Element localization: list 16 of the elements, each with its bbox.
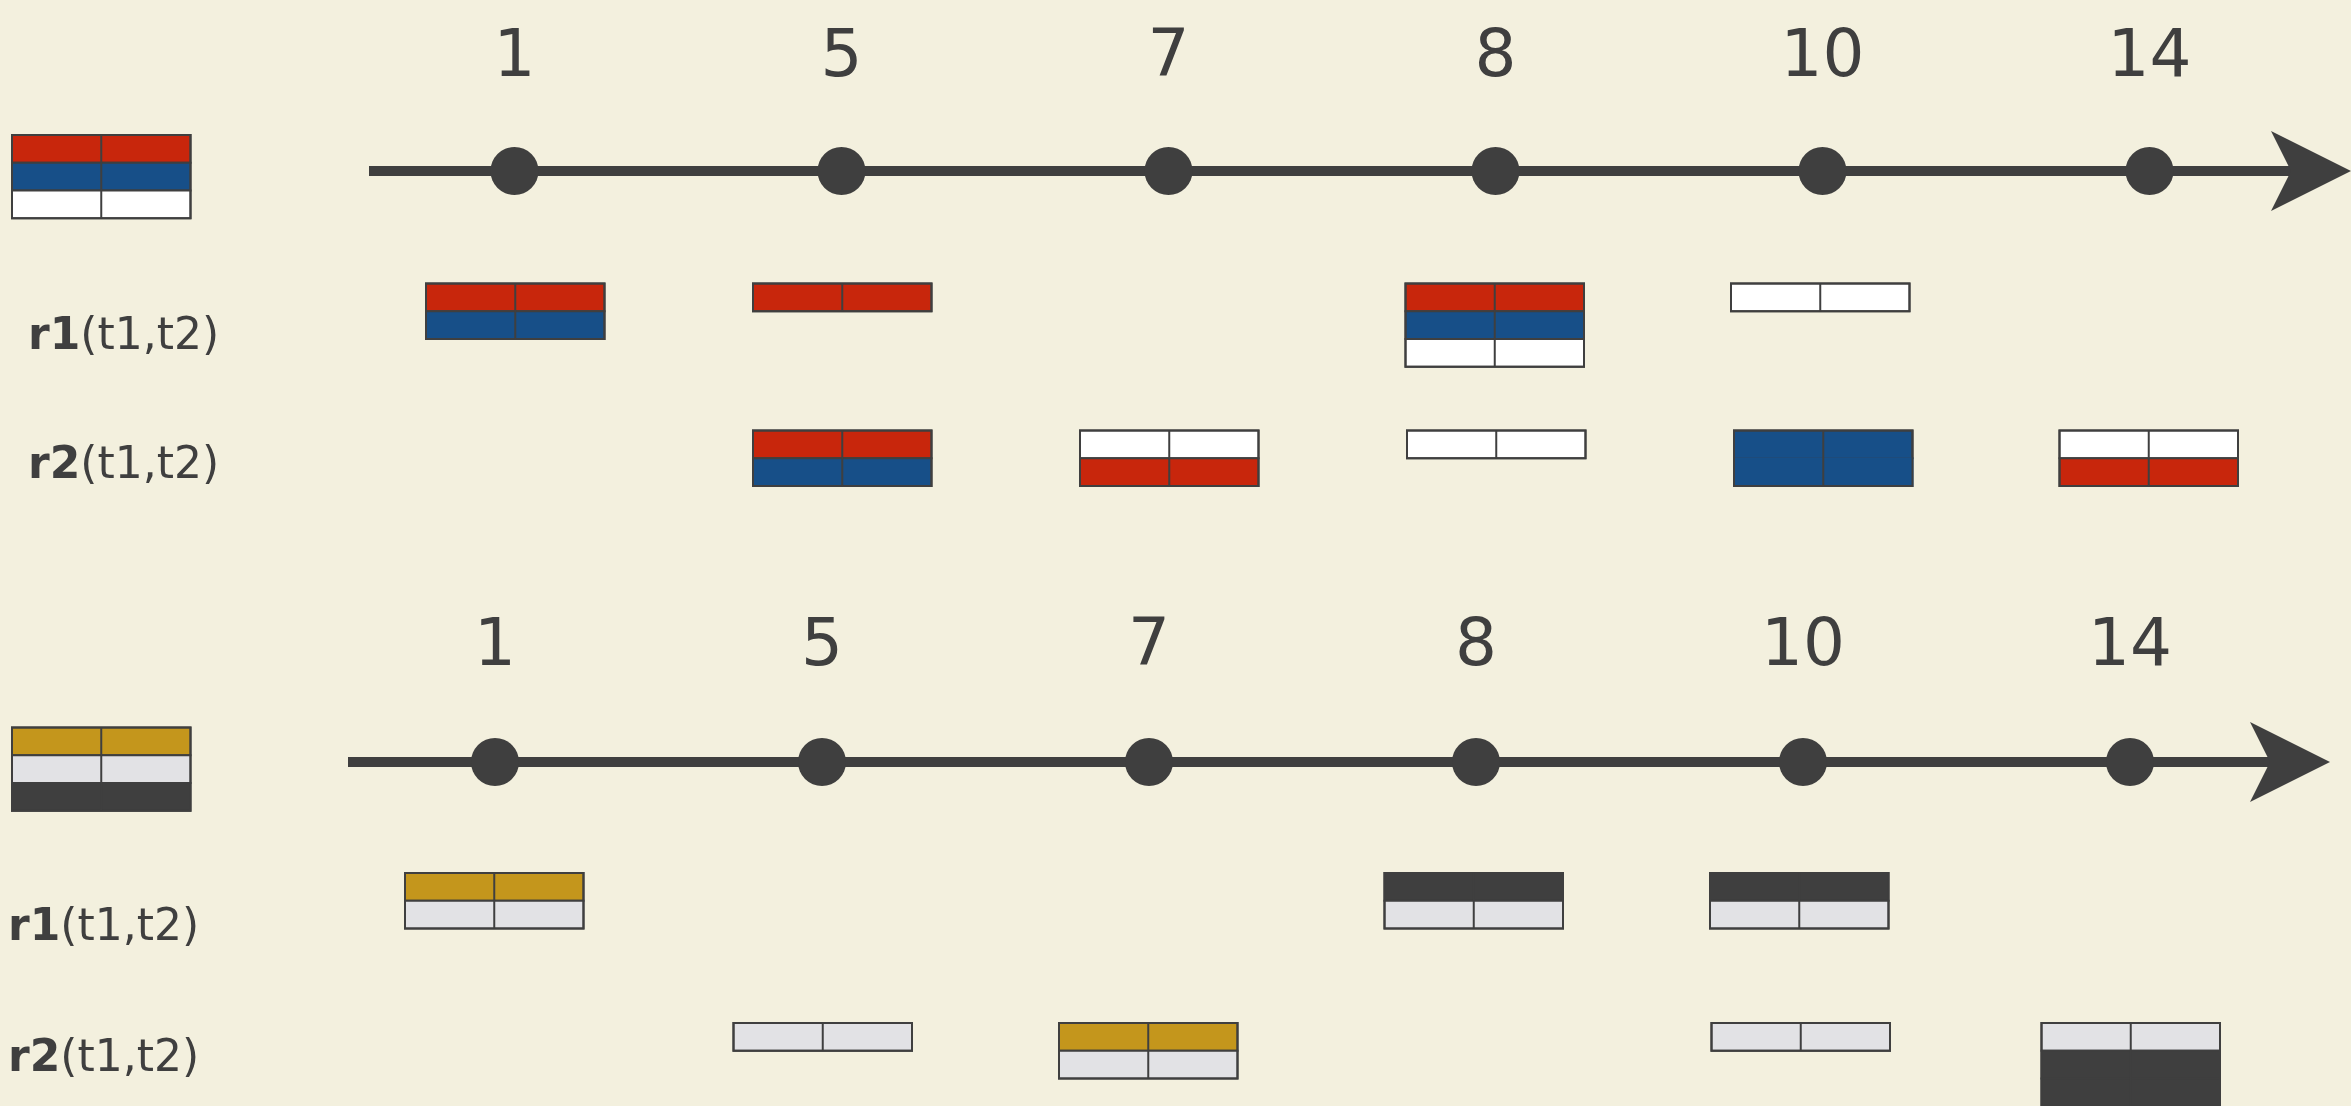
tick-number: 5: [801, 603, 843, 681]
tick-number: 14: [2107, 14, 2192, 91]
tick-number: 10: [1780, 14, 1865, 91]
row-label: r1(t1,t2): [8, 898, 200, 950]
tick-number: 1: [474, 603, 516, 681]
tick-number: 7: [1128, 603, 1170, 681]
tick-number: 7: [1147, 14, 1190, 91]
tick-number: 8: [1455, 603, 1497, 681]
row-label: r1(t1,t2): [28, 307, 220, 359]
tick-number: 5: [820, 14, 863, 91]
tick-number: 14: [2088, 603, 2172, 681]
tick-number: 1: [493, 14, 536, 91]
tick-number: 8: [1474, 14, 1517, 91]
tick-number: 10: [1761, 603, 1845, 681]
row-label: r2(t1,t2): [8, 1029, 200, 1080]
row-label: r2(t1,t2): [28, 436, 220, 488]
